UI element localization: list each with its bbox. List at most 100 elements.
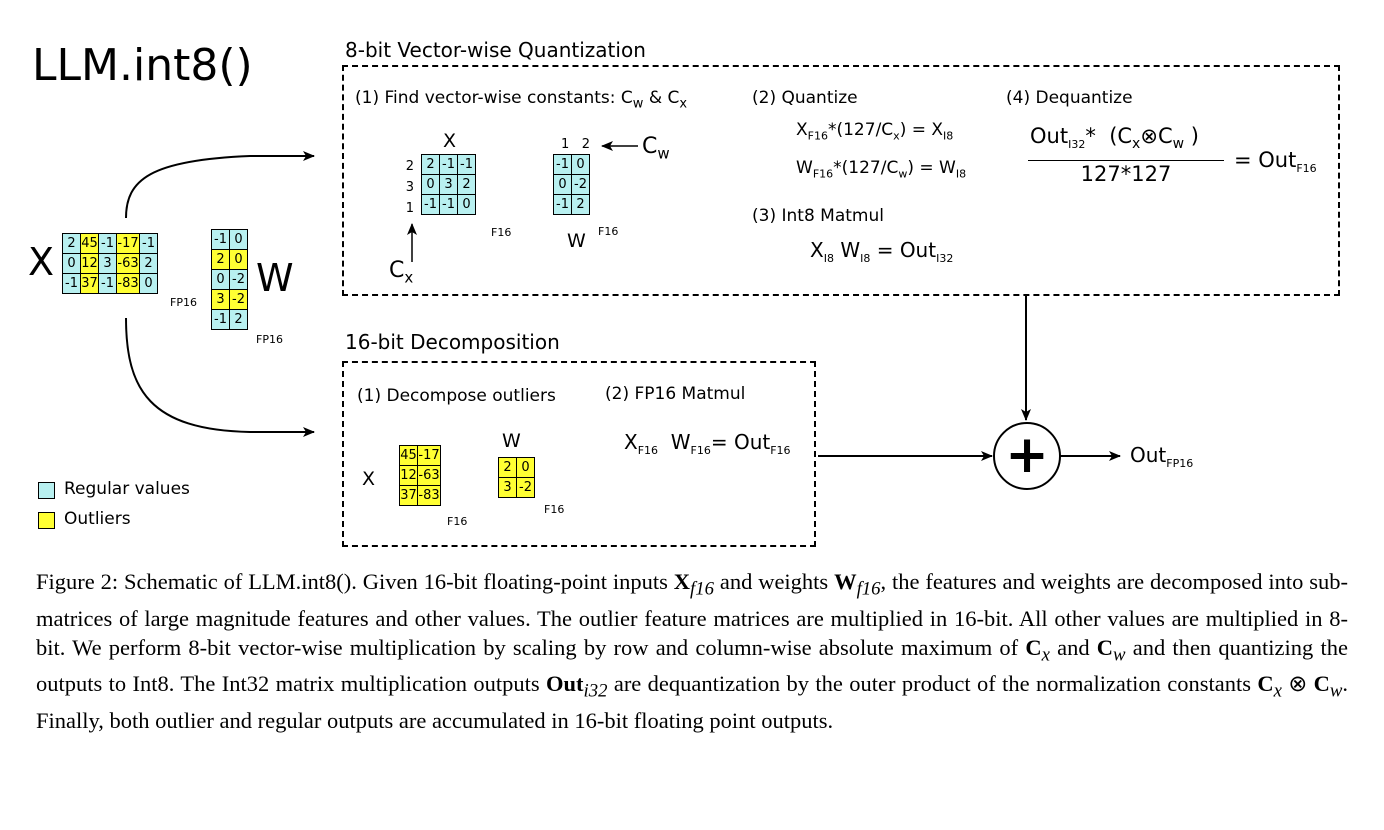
regular-cell: 0: [421, 174, 440, 195]
legend-outlier-swatch: [38, 512, 55, 529]
outlier-cell: -63: [116, 253, 140, 274]
outlier-cell: 12: [399, 465, 418, 486]
regular-cell: -1: [98, 273, 117, 294]
regular-cell: -1: [457, 154, 476, 175]
regular-cell: 0: [62, 253, 81, 274]
regular-cell: 0: [211, 269, 230, 290]
outlier-cell: 2: [211, 249, 230, 270]
quant-step4: (4) Dequantize: [1006, 88, 1133, 108]
input-w-row: 0-2: [211, 269, 248, 290]
input-w-row: 3-2: [211, 289, 248, 310]
outlier-cell: 12: [80, 253, 99, 274]
regular-cell: -1: [421, 194, 440, 215]
outlier-cell: 2: [498, 457, 517, 478]
regular-cell: 0: [229, 229, 248, 250]
regular-cell: 0: [457, 194, 476, 215]
legend-regular-swatch: [38, 482, 55, 499]
outlier-cell: -83: [417, 485, 441, 506]
decomposition-heading: 16-bit Decomposition: [345, 330, 560, 354]
regular-cell: 0: [571, 154, 590, 175]
quantization-box: [342, 65, 1340, 296]
input-w-dtype: FP16: [256, 333, 283, 346]
decomp-x-dtype: F16: [447, 515, 468, 528]
outlier-cell: 45: [399, 445, 418, 466]
outlier-cell: 3: [498, 477, 517, 498]
outlier-cell: 37: [80, 273, 99, 294]
regular-cell: 2: [62, 233, 81, 254]
regular-cell: 2: [139, 253, 158, 274]
quantize-eq-w: WF16*(127/Cw) = WI8: [796, 158, 967, 181]
outlier-cell: 45: [80, 233, 99, 254]
quant-step1: (1) Find vector-wise constants: Cw & Cx: [355, 88, 688, 112]
quantization-heading: 8-bit Vector-wise Quantization: [345, 38, 646, 62]
diagram-title: LLM.int8(): [32, 40, 253, 91]
decomp-x-row: 37-83: [399, 485, 441, 506]
arrow-to-decomposition: [125, 317, 315, 437]
dequant-fraction-bar: [1028, 160, 1224, 161]
regular-cell: -1: [62, 273, 81, 294]
dequant-numerator: OutI32* (Cx⊗Cw ): [1030, 124, 1199, 153]
cx-label: Cx: [389, 258, 414, 287]
regular-cell: 2: [421, 154, 440, 175]
quant-w-dtype: F16: [598, 225, 619, 238]
dequant-rhs: = OutF16: [1234, 148, 1317, 176]
connector-arrows: [125, 141, 1121, 490]
regular-cell: -1: [98, 233, 117, 254]
arrow-to-quantization: [125, 151, 315, 219]
regular-cell: -1: [139, 233, 158, 254]
outlier-cell: -17: [116, 233, 140, 254]
decomp-x-label: X: [362, 468, 376, 490]
decomposition-box: [342, 361, 816, 547]
fp16-matmul-eq: XF16 WF16= OutF16: [624, 430, 791, 457]
decomp-x-row: 12-63: [399, 465, 441, 486]
cw-label: Cw: [642, 134, 670, 163]
decomp-w-dtype: F16: [544, 503, 565, 516]
regular-cell: 2: [457, 174, 476, 195]
regular-cell: 0: [139, 273, 158, 294]
quant-step3: (3) Int8 Matmul: [752, 206, 884, 226]
outlier-cell: 0: [516, 457, 535, 478]
outlier-cell: -17: [417, 445, 441, 466]
quant-x-label: X: [443, 130, 457, 152]
regular-cell: -1: [553, 154, 572, 175]
decomp-x-row: 45-17: [399, 445, 441, 466]
regular-cell: -1: [211, 229, 230, 250]
regular-cell: -1: [211, 309, 230, 330]
regular-cell: -1: [439, 194, 458, 215]
dequant-denominator: 127*127: [1080, 162, 1172, 186]
regular-cell: -2: [229, 269, 248, 290]
legend-outlier-label: Outliers: [64, 509, 131, 529]
input-x-dtype: FP16: [170, 296, 197, 309]
regular-cell: -2: [571, 174, 590, 195]
decomp-w-row: 3-2: [498, 477, 535, 498]
column-constants: 1 2: [561, 137, 590, 152]
output-label: OutFP16: [1130, 443, 1194, 470]
quant-w-label: W: [567, 230, 586, 252]
regular-cell: 2: [229, 309, 248, 330]
input-w-label: W: [256, 256, 294, 300]
legend-regular-label: Regular values: [64, 479, 190, 499]
outlier-cell: -63: [417, 465, 441, 486]
regular-cell: 2: [571, 194, 590, 215]
sum-symbol: +: [1005, 425, 1049, 485]
outlier-cell: -83: [116, 273, 140, 294]
decomp-step2: (2) FP16 Matmul: [605, 384, 746, 404]
decomp-step1: (1) Decompose outliers: [357, 386, 556, 406]
int8-matmul-eq: XI8 WI8 = OutI32: [810, 238, 954, 265]
quant-x-dtype: F16: [491, 226, 512, 239]
outlier-cell: -2: [516, 477, 535, 498]
input-x-label: X: [28, 240, 55, 284]
